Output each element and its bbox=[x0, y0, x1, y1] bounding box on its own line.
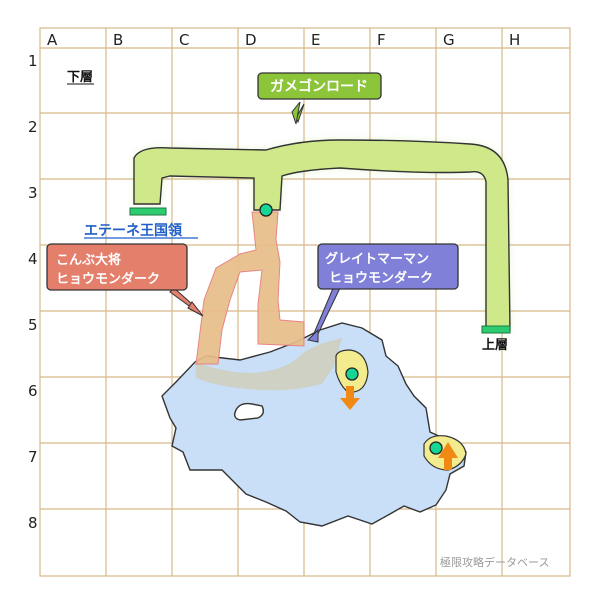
lower-floor-label: 下層 bbox=[67, 70, 93, 85]
enemy-tag-kombu-line2: ヒョウモンダーク bbox=[56, 271, 160, 287]
row-label-7: 7 bbox=[28, 448, 38, 466]
exit-marker-upper-floor[interactable] bbox=[481, 325, 511, 334]
column-label-d: D bbox=[245, 31, 257, 49]
row-label-6: 6 bbox=[28, 382, 38, 400]
point-marker[interactable] bbox=[259, 203, 273, 217]
enemy-tag-kombu-line1: こんぶ大将 bbox=[56, 252, 121, 268]
row-label-5: 5 bbox=[28, 316, 38, 334]
kingdom-link[interactable]: エテーネ王国領 bbox=[84, 222, 183, 239]
down-arrow-icon bbox=[340, 386, 360, 410]
watermark: 極限攻略データベース bbox=[440, 555, 549, 569]
column-label-h: H bbox=[509, 31, 520, 49]
road-name-label: ガメゴンロード bbox=[270, 78, 368, 95]
column-label-g: G bbox=[443, 31, 455, 49]
point-markers bbox=[259, 203, 443, 455]
row-labels: 1 2 3 4 5 6 7 8 bbox=[28, 52, 38, 532]
exit-markers bbox=[129, 207, 511, 334]
callout-pointers bbox=[169, 101, 341, 343]
floor-arrows bbox=[340, 386, 458, 470]
upper-floor-label: 上層 bbox=[482, 338, 508, 353]
column-labels: A B C D E F G H bbox=[47, 31, 520, 49]
upper-corridor bbox=[133, 139, 511, 331]
road-name-tag: ガメゴンロード bbox=[257, 72, 382, 100]
water-area bbox=[161, 322, 467, 527]
row-label-1: 1 bbox=[28, 52, 38, 70]
enemy-tag-merman: グレイトマーマン ヒョウモンダーク bbox=[317, 243, 459, 290]
exit-marker-kingdom[interactable] bbox=[129, 207, 167, 216]
point-marker[interactable] bbox=[429, 441, 443, 455]
enemy-tag-kombu: こんぶ大将 ヒョウモンダーク bbox=[46, 243, 188, 291]
row-label-2: 2 bbox=[28, 118, 38, 136]
sand-paths bbox=[195, 211, 305, 365]
column-label-f: F bbox=[377, 31, 386, 49]
enemy-tag-merman-line1: グレイトマーマン bbox=[325, 251, 429, 267]
row-label-8: 8 bbox=[28, 514, 38, 532]
column-label-b: B bbox=[113, 31, 123, 49]
column-label-a: A bbox=[47, 31, 58, 49]
column-label-c: C bbox=[179, 31, 189, 49]
up-arrow-icon bbox=[438, 442, 458, 470]
row-label-4: 4 bbox=[28, 250, 38, 268]
point-marker[interactable] bbox=[345, 367, 359, 381]
row-label-3: 3 bbox=[28, 184, 38, 202]
column-label-e: E bbox=[311, 31, 320, 49]
enemy-tag-merman-line2: ヒョウモンダーク bbox=[329, 270, 433, 286]
